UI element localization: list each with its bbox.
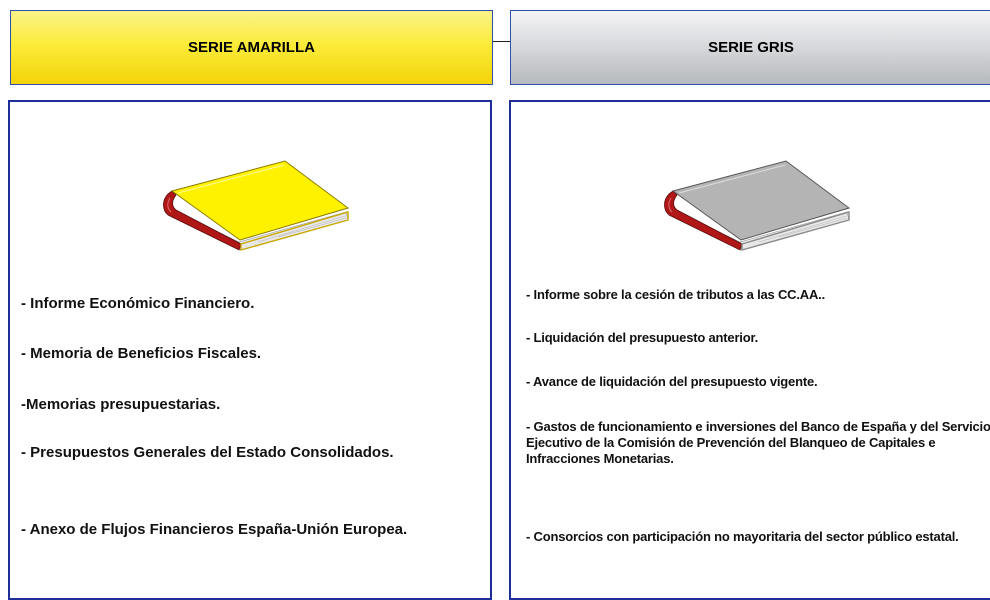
yellow-book-icon (163, 160, 350, 251)
list-item: - Gastos de funcionamiento e inversiones… (526, 419, 990, 466)
list-item: - Presupuestos Generales del Estado Cons… (21, 444, 394, 461)
list-item: - Informe Económico Financiero. (21, 295, 255, 312)
serie-gris-header: SERIE GRIS (510, 10, 990, 85)
book-cover (671, 160, 851, 241)
list-item: - Liquidación del presupuesto anterior. (526, 330, 759, 345)
list-item: - Consorcios con participación no mayori… (526, 529, 959, 544)
serie-amarilla-panel: - Informe Económico Financiero. - Memori… (8, 100, 492, 600)
serie-gris-title: SERIE GRIS (708, 39, 794, 56)
serie-gris-panel: - Informe sobre la cesión de tributos a … (509, 100, 990, 600)
serie-amarilla-title: SERIE AMARILLA (188, 39, 315, 56)
list-item: - Informe sobre la cesión de tributos a … (526, 287, 825, 302)
list-item: - Memoria de Beneficios Fiscales. (21, 345, 262, 362)
list-item: - Avance de liquidación del presupuesto … (526, 374, 818, 389)
serie-amarilla-header: SERIE AMARILLA (10, 10, 493, 85)
header-connector-line (493, 41, 510, 42)
book-cover (170, 160, 350, 241)
grey-book-icon (664, 160, 851, 251)
list-item: - Anexo de Flujos Financieros España-Uni… (21, 521, 408, 538)
list-item: -Memorias presupuestarias. (21, 396, 221, 413)
